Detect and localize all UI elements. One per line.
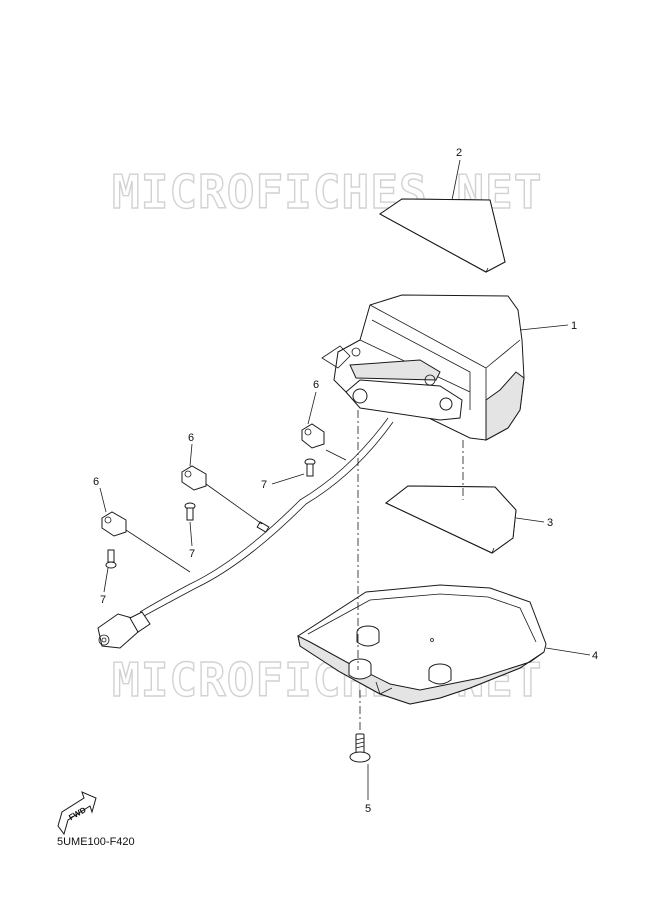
callout-2: 2 <box>456 147 462 159</box>
leader-1 <box>519 324 569 331</box>
leader-7c <box>103 567 109 593</box>
leader-7b <box>189 521 193 547</box>
callout-5: 5 <box>365 803 371 815</box>
leader-3 <box>515 517 545 523</box>
callout-6a: 6 <box>313 379 319 391</box>
leader-4 <box>545 647 591 656</box>
leader-clamp-to-wire-c <box>125 529 191 573</box>
diagram-code: 5UME100-F420 <box>57 836 135 848</box>
fwd-arrow-icon: FWD <box>57 791 97 836</box>
callout-1: 1 <box>571 320 577 332</box>
leader-7a <box>271 473 305 485</box>
screw-7a[interactable] <box>304 458 316 477</box>
callout-3: 3 <box>547 517 553 529</box>
callout-4: 4 <box>592 650 598 662</box>
part-4-base[interactable] <box>297 584 547 705</box>
leader-6a <box>307 391 317 425</box>
screw-7c[interactable] <box>105 549 117 569</box>
callout-7c: 7 <box>100 594 106 606</box>
clamp-6c[interactable] <box>101 511 127 537</box>
callout-7b: 7 <box>189 548 195 560</box>
part-3-gasket[interactable] <box>385 485 517 554</box>
leader-clamp-to-wire-b <box>205 483 263 525</box>
clamp-6b[interactable] <box>181 465 207 491</box>
leader-6c <box>99 487 107 513</box>
part-2-gasket[interactable] <box>379 198 506 273</box>
leader-clamp-to-wire-a <box>325 449 347 461</box>
leader-6b <box>189 443 193 467</box>
callout-6c: 6 <box>93 476 99 488</box>
callout-7a: 7 <box>261 479 267 491</box>
part-5-screw[interactable] <box>349 733 371 763</box>
part-1-taillight[interactable] <box>321 294 525 441</box>
wire-harness[interactable] <box>97 417 394 649</box>
screw-7b[interactable] <box>184 502 196 521</box>
callout-6b: 6 <box>188 432 194 444</box>
leader-2 <box>451 159 461 201</box>
clamp-6a[interactable] <box>301 423 325 449</box>
